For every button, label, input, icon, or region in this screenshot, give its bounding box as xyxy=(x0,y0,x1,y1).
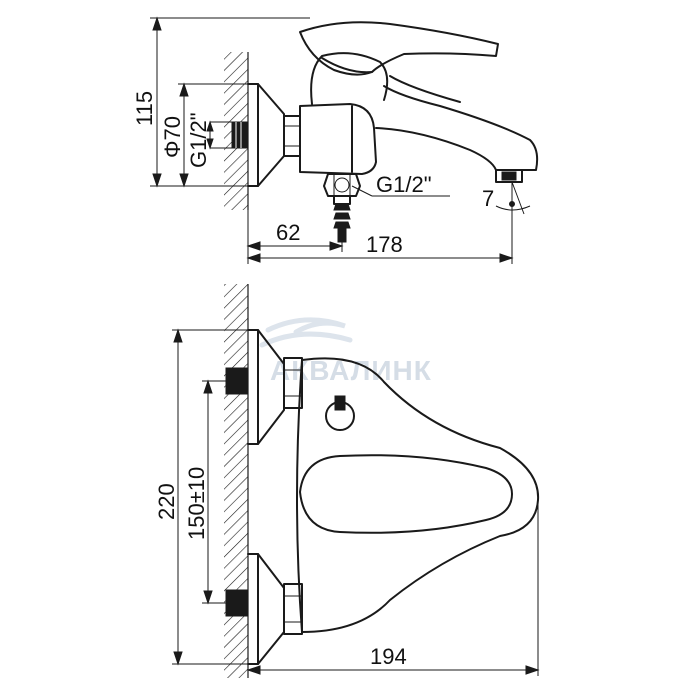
spout-angle-dim: 7 xyxy=(482,181,531,215)
dim-hose-offset: 62 xyxy=(276,220,300,245)
dim-height-line: 115 xyxy=(132,16,310,188)
dim-length-lines: 62 178 xyxy=(246,186,514,264)
upper-flange xyxy=(247,329,285,445)
lever-top xyxy=(299,454,513,534)
spout-top-edge xyxy=(389,75,461,103)
watermark: АКВАЛИНК xyxy=(259,317,431,386)
dim-length: 178 xyxy=(366,232,403,257)
dim-spout-angle: 7 xyxy=(482,186,494,211)
dim-center-line: 150±10 xyxy=(184,379,226,605)
dim-width-line: 220 xyxy=(154,328,258,666)
watermark-wave-icon-2 xyxy=(259,331,353,348)
aerator xyxy=(495,169,523,183)
side-view: G1/2" 7 115 Φ70 xyxy=(132,16,539,264)
inlet-eccentric xyxy=(210,121,249,149)
front-view: 220 150±10 194 xyxy=(154,284,540,678)
lower-flange xyxy=(247,553,285,665)
lever-lower-edge xyxy=(321,57,373,74)
dim-outlet-thread: G1/2" xyxy=(376,172,432,197)
outlet-thread-leader: G1/2" xyxy=(351,172,450,197)
lower-inlet-thread xyxy=(225,589,249,617)
dim-flange-line: Φ70 xyxy=(160,82,248,188)
dim-width: 220 xyxy=(154,483,179,520)
dim-height: 115 xyxy=(132,91,157,126)
wall-section-bottom xyxy=(224,284,249,678)
spout xyxy=(375,85,539,171)
lever-handle xyxy=(299,21,499,76)
dim-depth: 194 xyxy=(370,644,407,669)
shower-outlet xyxy=(323,173,361,243)
union-nut xyxy=(283,115,301,157)
wall-flange xyxy=(247,83,285,187)
valve-body xyxy=(299,103,377,175)
dim-depth-line: 194 xyxy=(246,500,540,676)
dim-flange-diameter: Φ70 xyxy=(160,116,185,158)
mixer-body xyxy=(296,357,540,633)
dim-center-distance: 150±10 xyxy=(184,467,209,540)
upper-inlet-thread xyxy=(225,367,249,395)
dim-inlet-line: G1/2" xyxy=(186,112,214,168)
diverter-knob xyxy=(325,395,355,431)
dim-inlet-thread: G1/2" xyxy=(186,112,211,168)
cartridge-housing xyxy=(310,52,389,105)
watermark-wave-icon xyxy=(265,317,346,335)
